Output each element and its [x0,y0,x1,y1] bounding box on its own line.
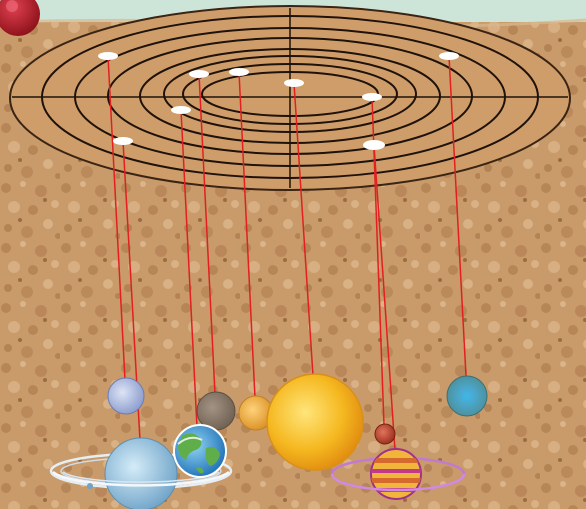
string-earth [180,109,198,428]
neptune-planet[interactable] [446,375,488,417]
jupiter-ring-front [330,473,466,492]
sun[interactable] [266,373,364,471]
pushpin-icon [0,0,40,36]
string-mars [198,73,216,395]
saturn-planet[interactable] [49,437,233,509]
earth-planet[interactable] [173,424,227,478]
anchor-dot [113,137,133,145]
uranus-planet[interactable] [107,377,145,415]
anchor-dot [363,140,385,150]
anchor-dot [229,68,249,76]
orbit-disc [9,5,571,191]
anchor-dot [189,70,209,78]
anchor-dot [439,52,459,60]
string-neptune [448,55,467,377]
string-venus [238,71,256,399]
string-jupiter [373,144,396,451]
jupiter-planet[interactable] [330,448,466,500]
string-sun [293,82,314,377]
saturn-ring-front [52,471,230,487]
anchor-dot [284,79,304,87]
anchor-dot [362,93,382,101]
anchor-dots [98,52,459,150]
anchor-dot [98,52,118,60]
anchor-dot [171,106,191,114]
string-uranus [107,55,126,381]
mercury-planet[interactable] [374,423,396,445]
